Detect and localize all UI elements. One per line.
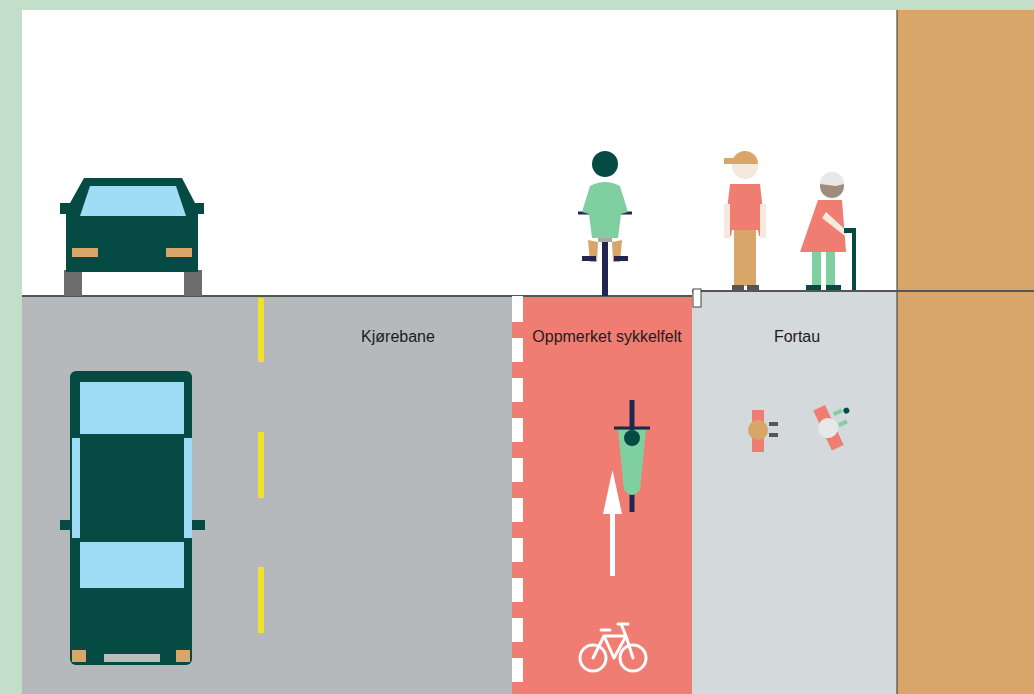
road-band: Kjørebane	[22, 296, 512, 694]
elderly-pedestrian	[800, 172, 856, 290]
direction-arrow	[603, 470, 622, 576]
sidewalk-band: Fortau	[692, 291, 897, 694]
car-front	[60, 178, 204, 296]
building	[897, 10, 1034, 694]
pedestrians-top	[748, 397, 862, 453]
curb	[693, 289, 701, 307]
band-label: Fortau	[722, 324, 872, 350]
cyclist-front	[578, 151, 632, 296]
cyclist-top	[614, 400, 650, 512]
car-top	[60, 371, 205, 665]
bicycle-symbol	[580, 624, 646, 671]
bike-lane-band: Oppmerket sykkelfelt	[512, 296, 692, 694]
pedestrian	[724, 151, 766, 290]
band-label: Kjørebane	[322, 324, 474, 350]
band-label: Oppmerket sykkelfelt	[532, 324, 682, 350]
lane-marking	[512, 296, 523, 682]
centre-line	[258, 298, 264, 633]
